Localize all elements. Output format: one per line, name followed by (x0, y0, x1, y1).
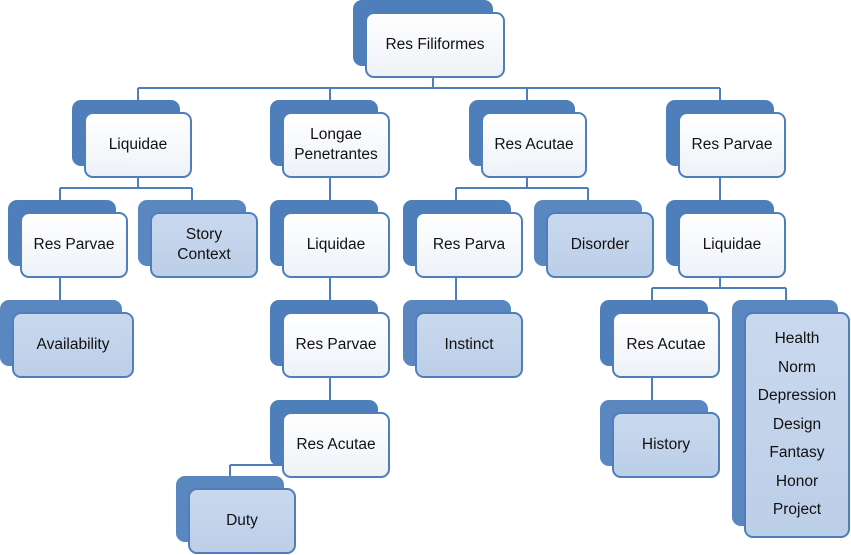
node-b2-res-parvae-label: Res Parvae (295, 336, 377, 353)
node-longae-penetrantes-label: Longae Penetrantes (294, 126, 378, 163)
node-res-parvae-l1-label: Res Parvae (691, 136, 773, 153)
node-res-parva-label: Res Parva (432, 236, 506, 253)
list-item: Depression (757, 387, 837, 405)
node-b1-res-parvae-label: Res Parvae (33, 236, 115, 253)
concept-list: Health Norm Depression Design Fantasy Ho… (758, 329, 836, 521)
list-item: Design (772, 415, 822, 433)
node-root-label: Res Filiformes (385, 36, 485, 53)
node-instinct-label: Instinct (444, 336, 494, 353)
node-story-context-label: Story Context (177, 226, 231, 263)
node-liquidae-l1-label: Liquidae (108, 136, 168, 153)
list-item: Project (772, 501, 822, 519)
node-b4-liquidae-label: Liquidae (702, 236, 762, 253)
node-b2-res-acutae-label: Res Acutae (296, 436, 376, 453)
node-duty-label: Duty (226, 512, 258, 529)
node-b2-liquidae-label: Liquidae (306, 236, 366, 253)
node-disorder-label: Disorder (570, 236, 630, 253)
node-res-acutae-l1-label: Res Acutae (494, 136, 574, 153)
list-item: Honor (775, 472, 819, 490)
list-item: Norm (778, 358, 816, 376)
node-availability-label: Availability (36, 336, 110, 353)
node-b4-res-acutae-label: Res Acutae (626, 336, 706, 353)
list-item: Health (774, 330, 820, 348)
node-history-label: History (641, 436, 691, 453)
list-item: Fantasy (769, 444, 825, 462)
